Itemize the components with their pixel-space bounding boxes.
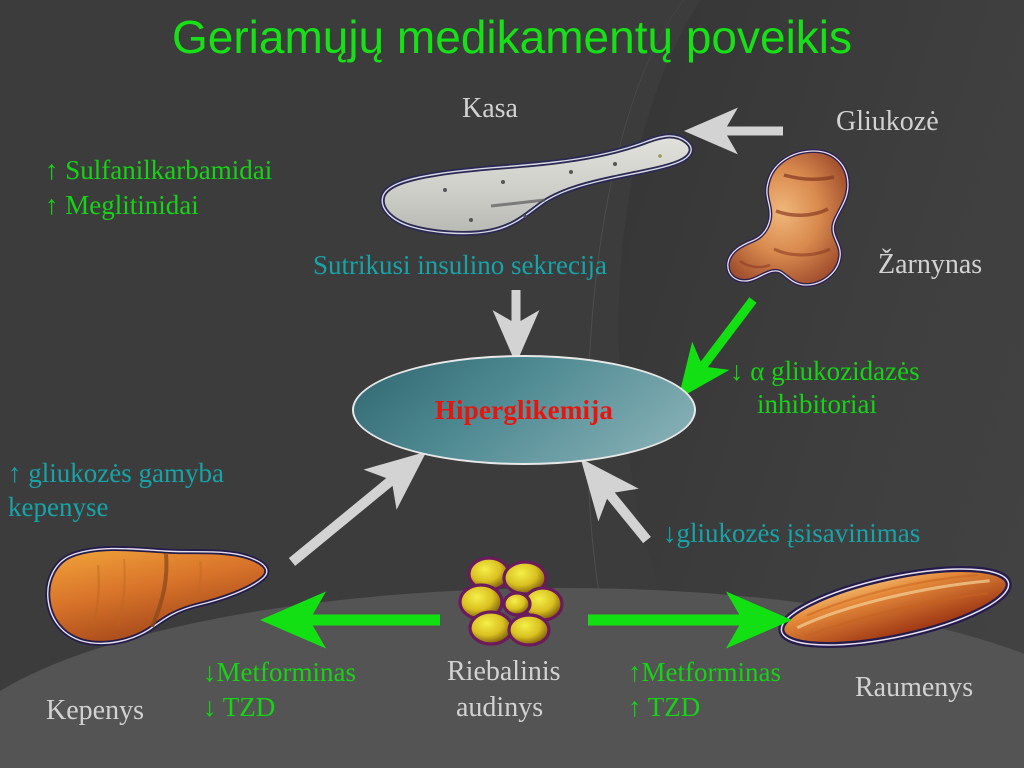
- liver-image: [45, 546, 270, 646]
- sulfonylureas-label: ↑ Sulfanilkarbamidai: [45, 155, 273, 185]
- page-title: Geriamųjų medikamentų poveikis: [171, 11, 853, 63]
- adipose-label-line1: Riebalinis: [447, 656, 561, 687]
- alpha-glucosidase-label-line2: inhibitoriai: [757, 389, 877, 419]
- pancreas-label: Kasa: [462, 93, 518, 124]
- meglitinides-label: ↑ Meglitinidai: [45, 190, 199, 220]
- glucose-label: Gliukozė: [836, 106, 939, 137]
- muscle-tzd-label: ↑ TZD: [628, 692, 701, 722]
- pancreas-image: [379, 133, 694, 236]
- liver-label: Kepenys: [46, 695, 144, 726]
- hepatic-glucose-label-line2: kepenyse: [8, 492, 109, 522]
- hyperglycemia-label: Hiperglikemija: [434, 394, 614, 425]
- muscle-label: Raumenys: [855, 672, 974, 703]
- adipose-label-line2: audinys: [456, 692, 544, 723]
- intestine-label: Žarnynas: [878, 249, 983, 280]
- hepatic-glucose-label-line1: ↑ gliukozės gamyba: [8, 458, 224, 488]
- muscle-image: [778, 566, 1012, 648]
- arrow-muscle-to-hyperglycemia: [580, 458, 651, 544]
- hyperglycemia-node: Hiperglikemija: [352, 355, 696, 465]
- glucose-uptake-label: ↓gliukozės įsisavinimas: [663, 518, 921, 548]
- muscle-metformin-label: ↑Metforminas: [628, 657, 781, 687]
- adipose-metformin-label: ↓Metforminas: [203, 657, 356, 687]
- adipose-tzd-label: ↓ TZD: [203, 692, 276, 722]
- alpha-glucosidase-label-line1: ↓ α gliukozidazės: [730, 356, 920, 386]
- adipose-tissue-image: [458, 556, 564, 647]
- arrow-liver-to-hyperglycemia: [288, 451, 427, 566]
- intestine-image: [725, 148, 851, 288]
- insulin-secretion-label: Sutrikusi insulino sekrecija: [313, 250, 607, 280]
